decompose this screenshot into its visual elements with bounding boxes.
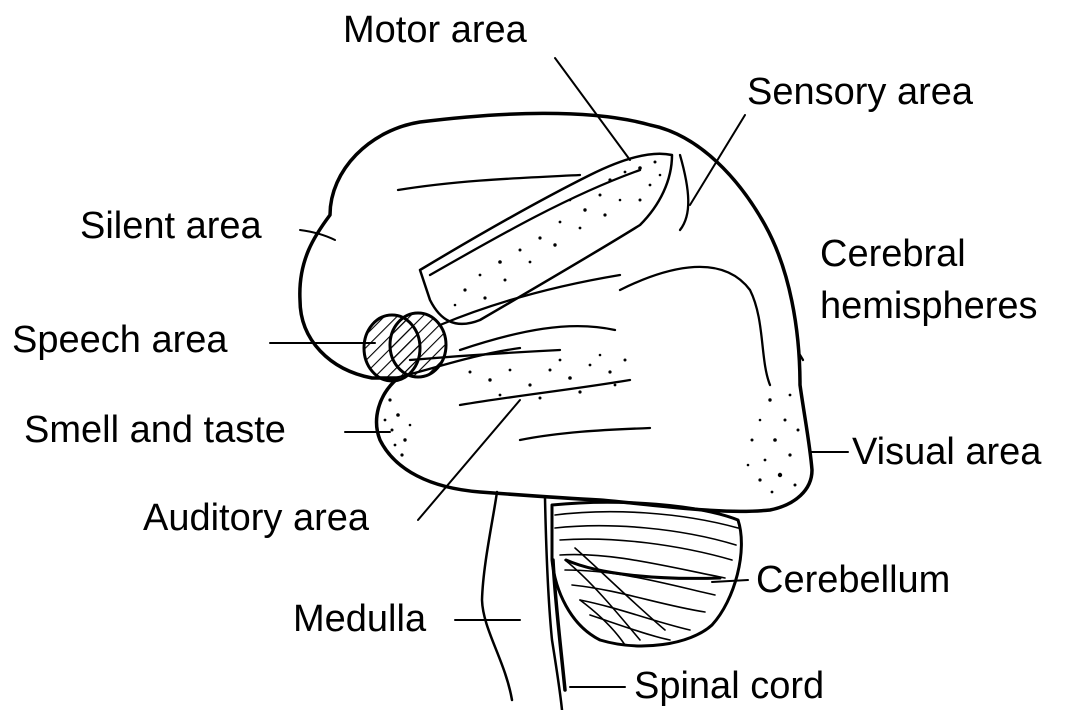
label-cerebellum: Cerebellum: [756, 558, 950, 602]
label-cerebral: Cerebral: [820, 232, 966, 276]
speech-area-shape: [364, 313, 446, 381]
medulla-shape: [482, 492, 562, 710]
label-auditory-area: Auditory area: [143, 496, 369, 540]
smell-taste-shape: [384, 398, 412, 456]
label-hemispheres: hemispheres: [820, 284, 1038, 328]
label-smell-and-taste: Smell and taste: [24, 408, 286, 452]
label-speech-area: Speech area: [12, 318, 228, 362]
label-medulla: Medulla: [293, 597, 426, 641]
cerebrum-outline: [300, 113, 812, 511]
label-spinal-cord: Spinal cord: [634, 664, 824, 708]
cerebellum-shape: [552, 502, 741, 646]
visual-area-shape: [747, 394, 800, 494]
label-visual-area: Visual area: [852, 430, 1041, 474]
brain-sulci: [395, 155, 803, 440]
motor-area-shape: [420, 154, 672, 324]
label-motor-area: Motor area: [343, 8, 527, 52]
label-sensory-area: Sensory area: [747, 70, 973, 114]
label-silent-area: Silent area: [80, 204, 262, 248]
